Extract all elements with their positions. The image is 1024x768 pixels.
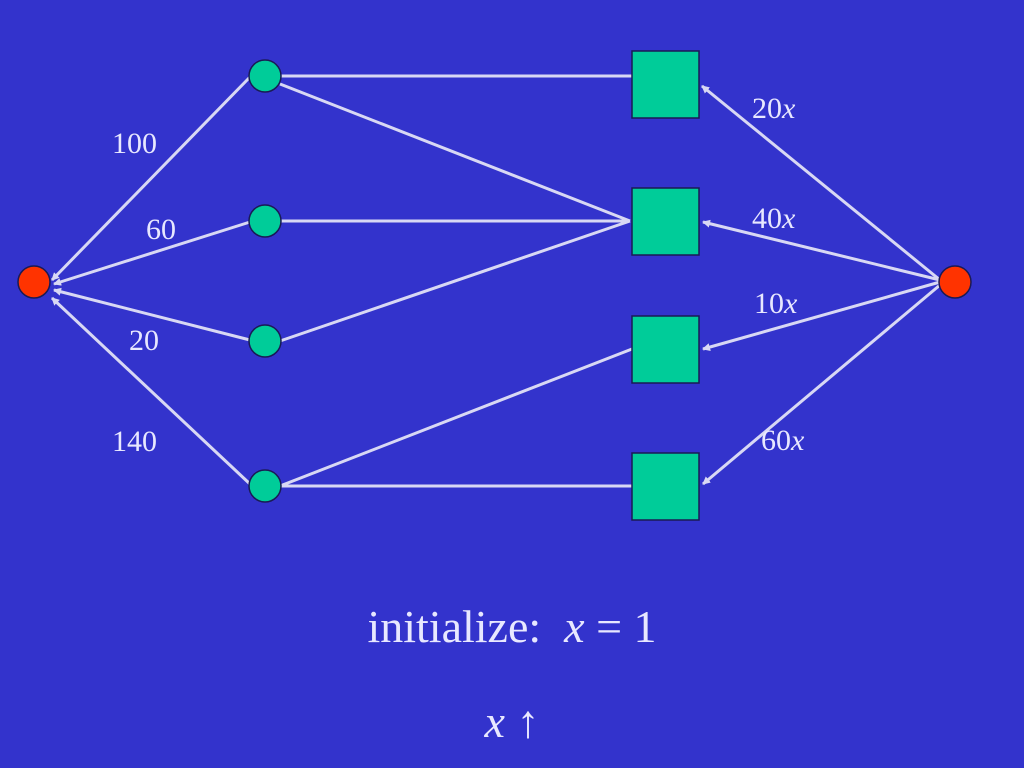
edge-label-60: 60 (146, 213, 176, 246)
caption-variable: x (564, 601, 585, 652)
edge-label-100: 100 (112, 127, 157, 160)
sink-node (17, 265, 51, 299)
edge-label-40x: 40x (752, 202, 796, 235)
edge-label-140: 140 (112, 425, 157, 458)
edge-circle4-to-sink (50, 296, 252, 486)
circle-node-4 (248, 469, 282, 503)
edge-circle3-to-sink (53, 287, 251, 342)
edge-source-to-square3 (702, 280, 941, 351)
edge-source-to-square1 (701, 84, 941, 282)
caption-suffix: = 1 (584, 601, 657, 652)
edge-source-to-square4 (702, 283, 941, 486)
square-node-4 (631, 452, 700, 521)
edge-label-10x: 10x (754, 287, 798, 320)
increase-x-caption: x ↑ (0, 695, 1024, 748)
caption-prefix: initialize: (367, 601, 565, 652)
edge-circle2-to-sink (53, 220, 251, 286)
edge-circle1-square2 (279, 82, 631, 223)
edge-source-to-square2 (702, 219, 941, 282)
square-node-2 (631, 187, 700, 256)
initialize-caption: initialize: x = 1 (0, 600, 1024, 653)
circle-node-3 (248, 324, 282, 358)
edge-label-60x: 60x (761, 424, 805, 457)
source-node (938, 265, 972, 299)
edge-circle3-square2 (279, 219, 631, 343)
edge-label-20: 20 (129, 324, 159, 357)
square-node-1 (631, 50, 700, 119)
edge-circle4-square3 (279, 347, 633, 488)
edge-label-20x: 20x (752, 92, 796, 125)
circle-node-2 (248, 204, 282, 238)
up-arrow-icon: ↑ (516, 696, 540, 747)
square-node-3 (631, 315, 700, 384)
edge-circle1-to-sink (50, 75, 252, 282)
increase-variable: x (484, 696, 505, 747)
circle-node-1 (248, 59, 282, 93)
